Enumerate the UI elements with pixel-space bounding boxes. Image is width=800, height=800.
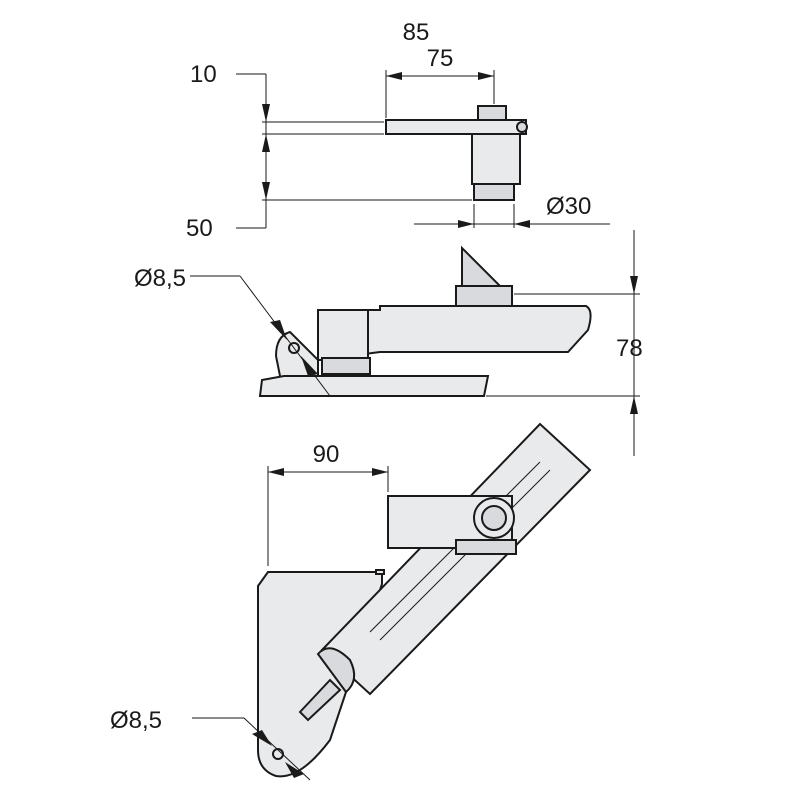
dim-50: 50 [186, 215, 213, 242]
top-view-part [385, 105, 528, 201]
dim-85: 85 [403, 19, 430, 46]
dim-90: 90 [313, 441, 340, 468]
dim-hole-diameter-middle: Ø8,5 [134, 265, 186, 292]
dim-hole-diameter-bottom: Ø8,5 [110, 707, 162, 734]
dim-75: 75 [427, 45, 454, 72]
bottom-view-dimensions [192, 466, 389, 781]
middle-view-part [258, 245, 592, 397]
middle-view-dimensions [190, 230, 640, 456]
top-view-dimensions [236, 70, 610, 229]
bottom-view-part [257, 422, 592, 778]
dim-78: 78 [616, 335, 643, 362]
dim-10: 10 [190, 61, 217, 88]
dim-diameter-30: Ø30 [546, 193, 591, 220]
